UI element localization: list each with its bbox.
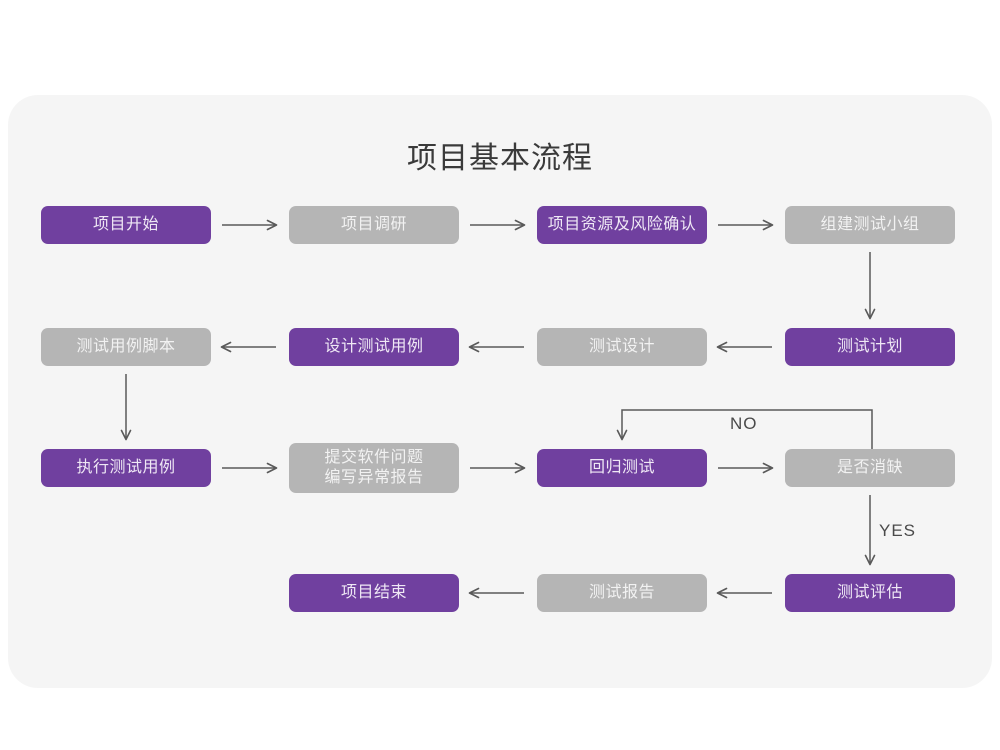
node-test-evaluation[interactable]: 测试评估 — [785, 574, 955, 612]
node-project-start[interactable]: 项目开始 — [41, 206, 211, 244]
node-form-test-team[interactable]: 组建测试小组 — [785, 206, 955, 244]
node-test-report[interactable]: 测试报告 — [537, 574, 707, 612]
node-submit-defect-report[interactable]: 提交软件问题 编写异常报告 — [289, 443, 459, 493]
node-project-end[interactable]: 项目结束 — [289, 574, 459, 612]
node-resource-risk-confirm[interactable]: 项目资源及风险确认 — [537, 206, 707, 244]
node-execute-test-case[interactable]: 执行测试用例 — [41, 449, 211, 487]
node-design-test-case[interactable]: 设计测试用例 — [289, 328, 459, 366]
node-test-design[interactable]: 测试设计 — [537, 328, 707, 366]
node-regression-test[interactable]: 回归测试 — [537, 449, 707, 487]
edge-label-no: NO — [730, 414, 758, 433]
node-defect-resolved[interactable]: 是否消缺 — [785, 449, 955, 487]
node-test-plan[interactable]: 测试计划 — [785, 328, 955, 366]
node-project-research[interactable]: 项目调研 — [289, 206, 459, 244]
page-title: 项目基本流程 — [407, 142, 593, 175]
edge-label-yes: YES — [879, 521, 917, 540]
node-test-case-script[interactable]: 测试用例脚本 — [41, 328, 211, 366]
